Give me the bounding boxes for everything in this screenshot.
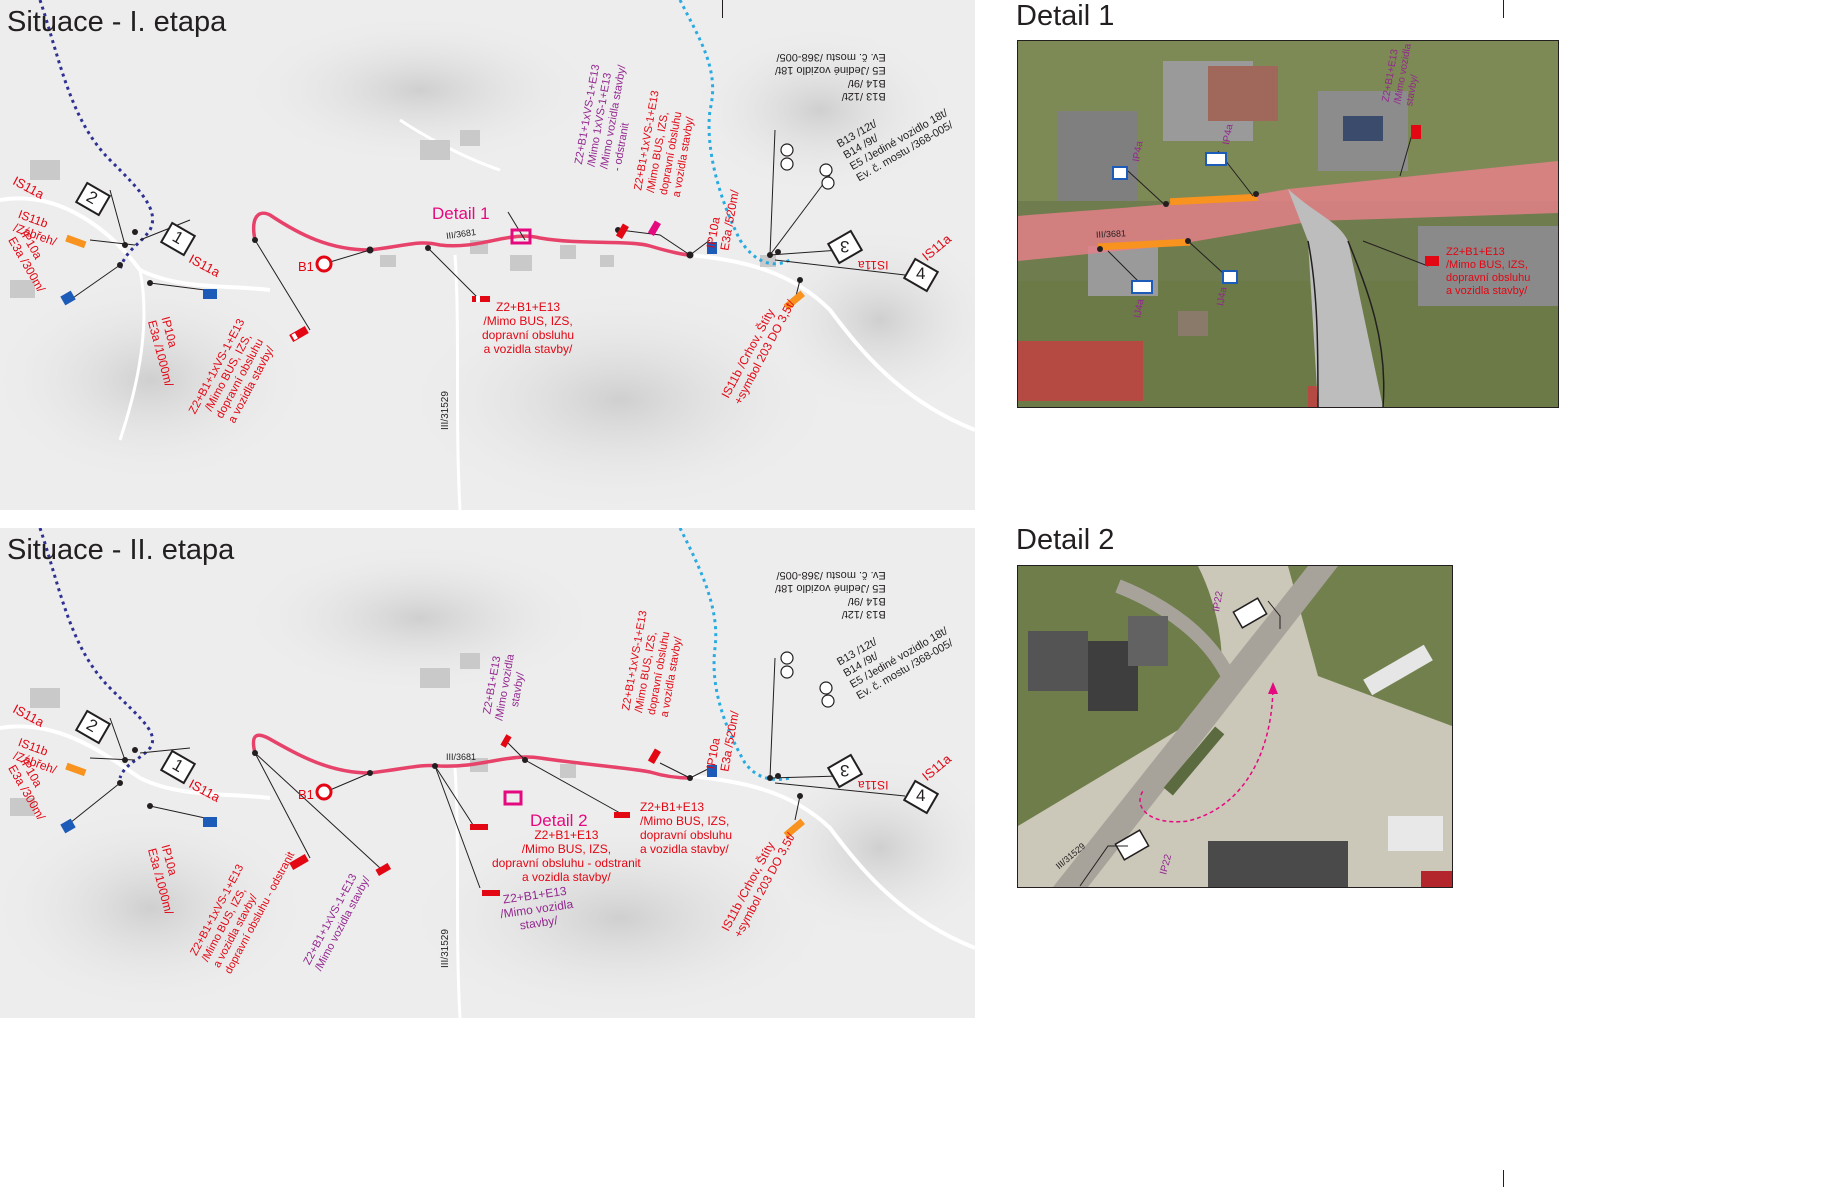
work-segment-lower [1097, 238, 1191, 251]
detail-2-link[interactable]: Detail 2 [530, 811, 588, 830]
detail-1-title: Detail 1 [1016, 0, 1115, 32]
crop-mark [1503, 1170, 1504, 1187]
detour-route [1139, 683, 1274, 823]
ip22-sign-icon[interactable] [1114, 829, 1150, 861]
ip10a-sign-icon[interactable] [707, 242, 717, 254]
road-label-side: III/31529 [440, 929, 451, 968]
b1-label: B1 [298, 787, 314, 802]
is11b-sign-icon[interactable] [783, 818, 805, 839]
map-stage-2-drawing [0, 528, 975, 1018]
barrier-icon[interactable] [615, 223, 629, 240]
water-course-line [678, 528, 791, 781]
map-stage-1[interactable]: Situace - I. etapa III/3681 III/31529 B1… [0, 0, 975, 510]
barrier-icon [289, 854, 309, 870]
work-segment-upper [1169, 193, 1259, 206]
b1-prohibition-icon[interactable] [315, 255, 333, 273]
b13-block-a-label: B13 /12t/B14 /9t/E5 /Jediné vozidlo 18t/… [775, 569, 886, 620]
barrier-icon[interactable] [472, 296, 490, 302]
barrier-icon [500, 734, 512, 748]
barrier-icon [375, 862, 392, 876]
detail-2-marker[interactable] [503, 790, 523, 806]
barrier-icon [482, 890, 500, 896]
barrier-icon [647, 748, 661, 765]
z2-mid-label: Z2+B1+E13/Mimo BUS, IZS,dopravní obsluhu… [482, 300, 575, 356]
district-boundary-line [38, 0, 155, 271]
barrier-icon [614, 812, 630, 818]
number-4: 4 [916, 264, 926, 283]
map-stage-2[interactable]: Situace - II. etapa III/3681 III/31529 B… [0, 528, 975, 1018]
detail-1-drawing [1018, 41, 1558, 407]
detour-arrow-icon [1268, 682, 1278, 694]
is11a-label-right: IS11a [858, 258, 889, 272]
detail-2-title: Detail 2 [1016, 524, 1115, 556]
detail-2-aerial[interactable]: IP22 IP22 III/31529 [1017, 565, 1453, 888]
stage-1-title: Situace - I. etapa [7, 6, 227, 38]
b13-block-a-label: B13 /12t/B14 /9t/E5 /Jediné vozidlo 18t/… [775, 51, 886, 102]
d1-z2-right-label: Z2+B1+E13/Mimo BUS, IZS,dopravní obsluhu… [1446, 246, 1531, 297]
road-label-main: III/3681 [446, 752, 477, 762]
number-3: 3 [840, 761, 850, 780]
number-sign-1 [159, 221, 197, 257]
is11b-sign-icon[interactable] [65, 234, 87, 249]
detail-1-link[interactable]: Detail 1 [432, 204, 490, 223]
crop-mark [722, 0, 723, 18]
is11b-sign-icon[interactable] [783, 290, 805, 311]
number-sign-2 [74, 181, 112, 217]
barrier-icon [470, 824, 488, 830]
b1-label: B1 [298, 259, 314, 274]
number-3: 3 [840, 237, 850, 256]
d1-road-label: III/3681 [1095, 228, 1127, 240]
number-sign-4 [902, 257, 940, 293]
number-4: 4 [916, 786, 926, 805]
map-stage-1-drawing [0, 0, 975, 510]
is11b-sign-icon[interactable] [65, 762, 87, 777]
detail-2-drawing [1018, 566, 1452, 887]
ip22-sign-icon[interactable] [1232, 597, 1268, 629]
z2-right2-label: Z2+B1+E13/Mimo BUS, IZS,dopravní obsluhu… [640, 800, 733, 856]
crop-mark [1503, 0, 1504, 18]
ip10a-sign-icon[interactable] [203, 289, 217, 299]
ip10a-sign-icon[interactable] [203, 817, 217, 827]
barrier-icon[interactable] [647, 220, 661, 237]
barrier-icon[interactable] [289, 326, 309, 342]
is11a-label-right: IS11a [858, 778, 889, 792]
stage-2-title: Situace - II. etapa [7, 534, 235, 566]
ip10a-sign-icon[interactable] [60, 818, 76, 834]
closed-road-segment [251, 733, 691, 780]
detail-1-marker[interactable] [510, 228, 532, 245]
closed-road-segment [252, 211, 691, 257]
district-boundary-line [38, 528, 155, 779]
b1-prohibition-icon[interactable] [315, 783, 333, 801]
road-label-side: III/31529 [440, 391, 451, 430]
ip10a-sign-icon[interactable] [707, 765, 717, 777]
detail-1-aerial[interactable]: III/3681 IP4a IP4a IJ4a IJ4a Z2+B1+E13/M… [1017, 40, 1559, 408]
water-course-line [678, 0, 791, 266]
number-sign-3 [826, 229, 864, 265]
ip10a-sign-icon[interactable] [60, 290, 76, 306]
z2-mid-label: Z2+B1+E13/Mimo BUS, IZS,dopravní obsluhu… [492, 828, 641, 884]
